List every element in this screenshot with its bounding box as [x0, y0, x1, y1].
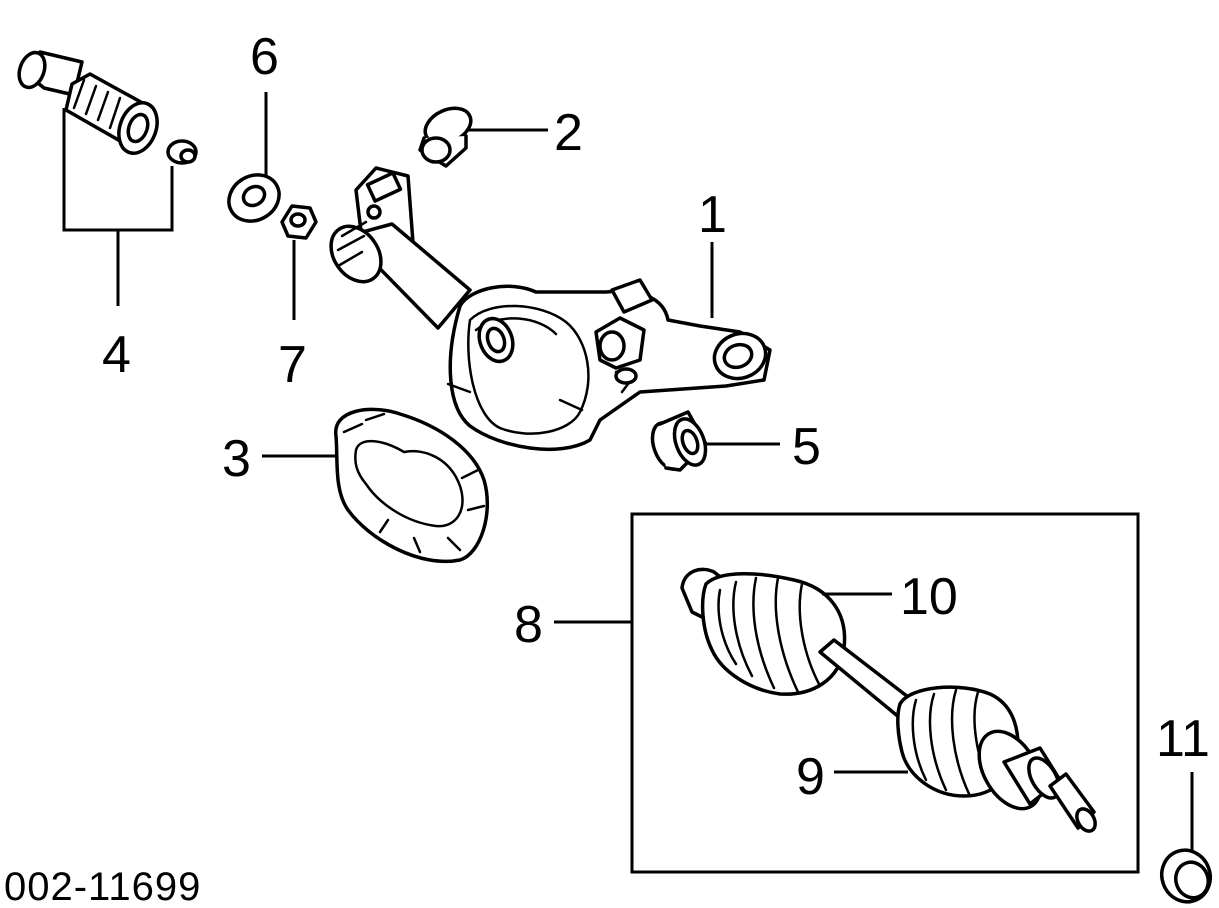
callout-1: 1 — [698, 186, 727, 244]
part-8-half-shaft[interactable] — [680, 567, 1099, 834]
callout-3: 3 — [222, 430, 251, 488]
callout-5: 5 — [792, 418, 821, 476]
leader-4 — [62, 108, 174, 306]
part-6-seal[interactable] — [220, 166, 287, 230]
part-11-cap[interactable] — [1155, 843, 1218, 908]
callout-6: 6 — [250, 28, 279, 86]
callout-9: 9 — [796, 748, 825, 806]
callout-4: 4 — [102, 326, 131, 384]
part-7-nut[interactable] — [280, 204, 318, 240]
part-4-shaft[interactable] — [15, 49, 198, 165]
part-1-differential-housing[interactable] — [321, 166, 772, 452]
callout-10: 10 — [900, 568, 958, 626]
assembly-8-box — [630, 512, 1140, 874]
callout-7: 7 — [278, 336, 307, 394]
part-3-gasket[interactable] — [334, 407, 490, 564]
part-5-bearing[interactable] — [647, 410, 712, 473]
part-2-bushing[interactable] — [418, 101, 476, 168]
callout-8: 8 — [514, 596, 543, 654]
figure-code: 002-11699 — [4, 865, 201, 908]
callout-11: 11 — [1156, 710, 1210, 768]
callout-2: 2 — [554, 104, 583, 162]
